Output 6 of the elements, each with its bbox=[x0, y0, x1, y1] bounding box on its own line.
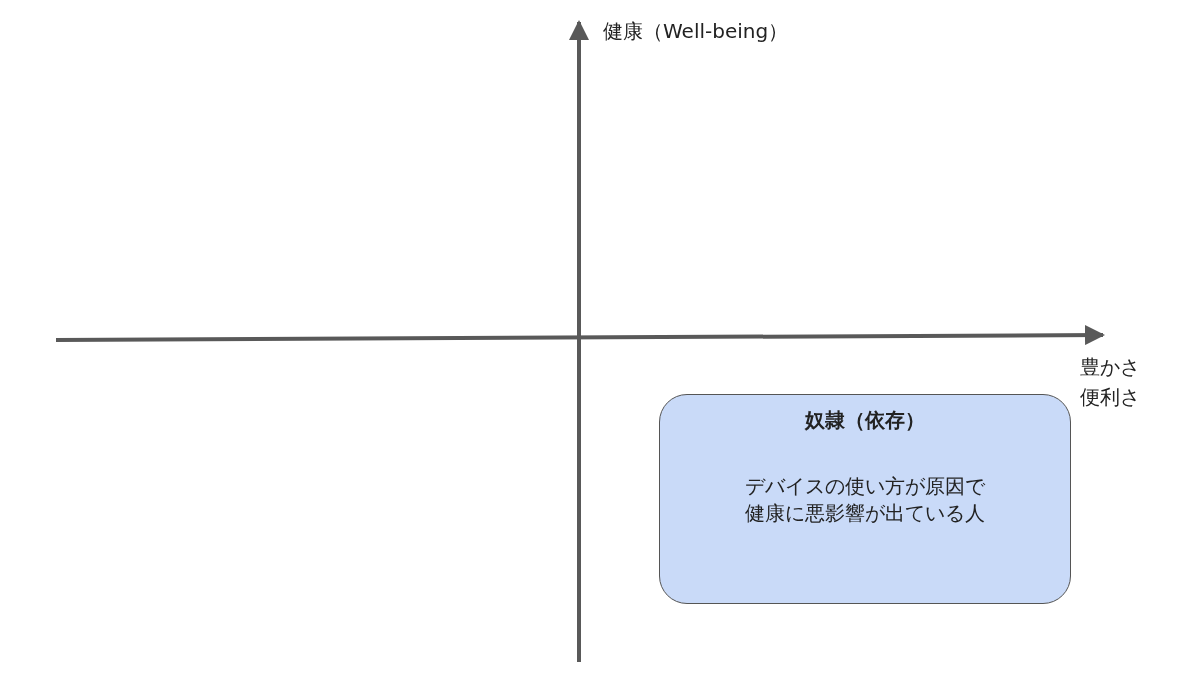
box-description: デバイスの使い方が原因で健康に悪影響が出ている人 bbox=[744, 473, 986, 527]
box-heading: 奴隷（依存） bbox=[804, 407, 926, 434]
axis-label: 健康（Well-being） bbox=[603, 18, 789, 44]
axis-label: 便利さ bbox=[1080, 384, 1140, 410]
quadrant-box bbox=[659, 394, 1071, 604]
axis-label: 豊かさ bbox=[1080, 354, 1140, 380]
